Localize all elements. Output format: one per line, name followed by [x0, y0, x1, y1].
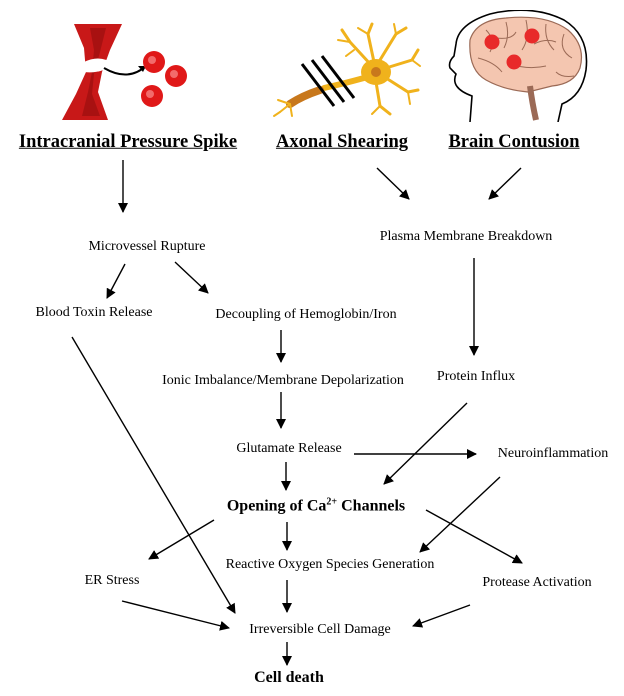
- arrow-calcium-to-er-stress: [148, 519, 215, 560]
- blood-vessel-rupture-icon: [62, 24, 187, 120]
- node-protease-activation: Protease Activation: [482, 575, 592, 590]
- node-er-stress: ER Stress: [84, 573, 140, 588]
- header-brain-contusion: Brain Contusion: [448, 131, 580, 152]
- arrow-contusion-to-plasma: [488, 167, 522, 200]
- node-glutamate-release: Glutamate Release: [236, 441, 342, 456]
- node-opening-ca-channels: Opening of Ca2+ Channels: [227, 497, 405, 514]
- arrow-er-stress-to-damage: [121, 600, 230, 631]
- node-plasma-membrane-breakdown: Plasma Membrane Breakdown: [379, 229, 553, 244]
- calcium-label-prefix: Opening of Ca: [226, 497, 327, 515]
- bruised-brain-head-icon: [448, 10, 588, 122]
- node-decoupling-hemoglobin-iron: Decoupling of Hemoglobin/Iron: [215, 307, 397, 322]
- calcium-label-suffix: Channels: [337, 497, 406, 515]
- arrow-axonal-to-plasma: [376, 167, 410, 200]
- arrow-protease-to-damage: [412, 604, 471, 628]
- node-microvessel-rupture: Microvessel Rupture: [88, 239, 206, 254]
- header-intracranial-pressure-spike: Intracranial Pressure Spike: [18, 131, 238, 152]
- arrow-microvessel-to-hemoglobin: [174, 261, 209, 294]
- header-axonal-shearing: Axonal Shearing: [275, 131, 409, 152]
- node-protein-influx: Protein Influx: [436, 369, 516, 384]
- sheared-neuron-icon: [273, 22, 421, 117]
- arrow-calcium-to-protease: [425, 509, 523, 564]
- node-ionic-imbalance: Ionic Imbalance/Membrane Depolarization: [162, 373, 404, 388]
- calcium-superscript: 2+: [326, 496, 338, 508]
- node-reactive-oxygen-species: Reactive Oxygen Species Generation: [225, 557, 435, 572]
- arrow-toxin-to-damage: [71, 336, 236, 614]
- node-blood-toxin-release: Blood Toxin Release: [35, 305, 153, 320]
- node-irreversible-cell-damage: Irreversible Cell Damage: [249, 622, 391, 637]
- arrow-protein-to-calcium: [383, 402, 468, 485]
- arrow-microvessel-to-toxin: [106, 263, 126, 299]
- arrow-neuroinflammation-to-ros: [419, 476, 501, 553]
- node-cell-death: Cell death: [254, 669, 324, 686]
- node-neuroinflammation: Neuroinflammation: [497, 446, 609, 461]
